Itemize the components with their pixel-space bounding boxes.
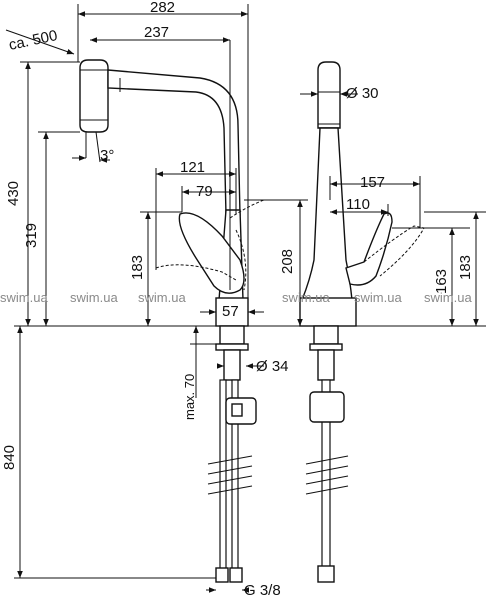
faucet-base <box>215 297 249 327</box>
fitting-left <box>215 567 229 583</box>
fitting-right <box>229 567 243 583</box>
watermarks: swim.ua swim.ua swim.ua swim.ua swim.ua … <box>0 290 472 305</box>
watermark-text: swim.ua <box>0 290 48 305</box>
side-lever <box>345 212 393 286</box>
side-shank <box>313 325 339 345</box>
dim-208: 208 <box>279 249 296 274</box>
watermark-text: swim.ua <box>138 290 186 305</box>
side-fitting <box>317 565 335 583</box>
dim-237: 237 <box>144 24 169 41</box>
threaded-rod <box>223 349 241 381</box>
side-dimensions <box>300 91 486 326</box>
supply-hose-left <box>219 379 227 573</box>
dim-3deg: 3° <box>100 147 114 164</box>
dim-840: 840 <box>1 445 18 470</box>
dim-163: 163 <box>433 269 450 294</box>
side-body <box>300 127 353 301</box>
dim-121: 121 <box>180 159 205 176</box>
dim-183-side: 183 <box>457 255 474 280</box>
dim-110: 110 <box>346 196 370 213</box>
mounting-shank <box>219 325 245 345</box>
watermark-text: swim.ua <box>282 290 330 305</box>
lever-swing-arc <box>235 229 247 291</box>
mounting-nut <box>215 343 249 351</box>
dim-79: 79 <box>196 183 213 200</box>
dim-319: 319 <box>23 223 40 248</box>
side-view-faucet <box>299 61 425 583</box>
dim-g38: G 3/8 <box>244 582 281 599</box>
watermark-text: swim.ua <box>354 290 402 305</box>
dim-d34: Ø 34 <box>256 358 289 375</box>
dim-57: 57 <box>222 303 239 320</box>
lever-handle <box>178 212 245 294</box>
dim-157: 157 <box>360 174 385 191</box>
side-spray-head <box>317 61 341 129</box>
dim-max70: max. 70 <box>182 374 197 420</box>
front-view-underside <box>207 325 257 583</box>
watermark-text: swim.ua <box>70 290 118 305</box>
dim-pullout: ca. 500 <box>7 27 59 54</box>
spout-arm <box>107 69 241 216</box>
dim-183-front: 183 <box>129 255 146 280</box>
front-view-faucet <box>79 59 265 327</box>
front-dimensions <box>5 4 308 593</box>
dim-d30: Ø 30 <box>346 85 379 102</box>
dim-430: 430 <box>5 181 22 206</box>
dim-282: 282 <box>150 0 175 16</box>
watermark-text: swim.ua <box>424 290 472 305</box>
side-valve-block <box>309 391 345 423</box>
lever-alt-position <box>155 264 237 281</box>
spray-head <box>79 59 109 133</box>
